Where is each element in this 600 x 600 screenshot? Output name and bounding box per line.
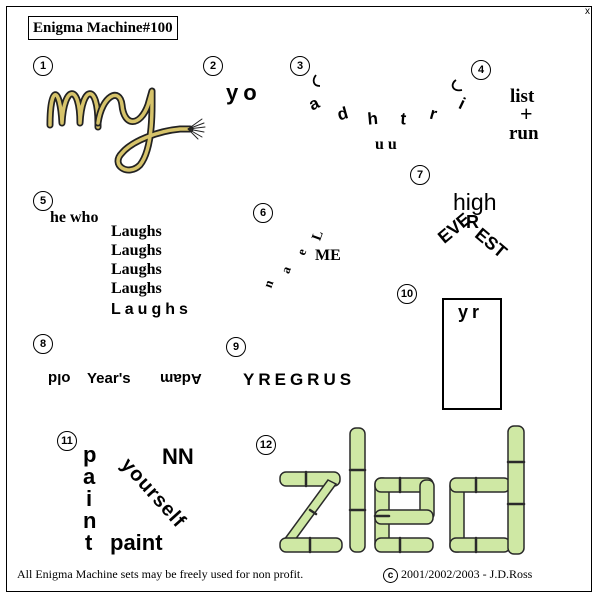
puzzle-3-arc-letter: a <box>306 93 323 114</box>
left-smile-mark <box>312 74 321 87</box>
puzzle-10-box: yr <box>442 298 502 410</box>
puzzle-11-letter-n: n <box>83 508 97 533</box>
puzzle-5-laughs-last: Laughs <box>111 301 192 318</box>
puzzle-5-laughs-1: Laughs <box>111 223 162 240</box>
right-smile-mark <box>451 79 463 92</box>
puzzle-9-text: YREGRUS <box>243 370 356 389</box>
puzzle-number-1: 1 <box>33 56 53 76</box>
puzzle-11-letter-t: t <box>85 530 93 555</box>
puzzle-8-adam: Adam <box>160 370 202 387</box>
puzzle-4-plus: + <box>520 101 533 126</box>
copyright-icon: c <box>383 568 398 583</box>
puzzle-6-me: ME <box>315 247 341 264</box>
puzzle-number-4: 4 <box>471 60 491 80</box>
puzzle-3-arc-letter: d <box>335 103 350 124</box>
puzzle-3-uu: uu <box>375 136 401 153</box>
puzzle-12-bamboo-art <box>279 425 526 555</box>
puzzle-3-arc-letter: h <box>367 109 379 129</box>
puzzle-11-paint: paint <box>110 530 163 555</box>
puzzle-7-r: R <box>466 212 479 232</box>
puzzle-11-letter-a: a <box>83 464 96 489</box>
puzzle-10-text: yr <box>458 302 484 322</box>
puzzle-5-laughs-3: Laughs <box>111 261 162 278</box>
puzzle-number-3: 3 <box>290 56 310 76</box>
puzzle-number-2: 2 <box>203 56 223 76</box>
puzzle-number-12: 12 <box>256 435 276 455</box>
puzzle-2-text: yo <box>226 80 262 105</box>
footer-license: All Enigma Machine sets may be freely us… <box>17 567 304 581</box>
puzzle-4-line1: list <box>510 86 535 107</box>
puzzle-8-old: old <box>48 370 71 387</box>
sheet-title: Enigma Machine#100 <box>28 16 178 40</box>
puzzle-8-years: Year's <box>87 370 131 387</box>
puzzle-number-6: 6 <box>253 203 273 223</box>
puzzle-11-nn: NN <box>162 444 194 469</box>
puzzle-4-line3: run <box>509 123 539 144</box>
puzzle-3-arc-letter: i <box>456 94 469 113</box>
puzzle-11-letter-i: i <box>86 486 93 511</box>
corner-mark: x <box>585 6 590 17</box>
puzzle-number-5: 5 <box>33 191 53 211</box>
puzzle-number-7: 7 <box>410 165 430 185</box>
puzzle-3-arc-letter: r <box>428 104 440 124</box>
puzzle-5-laughs-4: Laughs <box>111 280 162 297</box>
puzzle-number-10: 10 <box>397 284 417 304</box>
puzzle-1-rope-art <box>46 87 206 174</box>
outer-border <box>6 6 592 592</box>
puzzle-number-11: 11 <box>57 431 77 451</box>
puzzle-5-laughs-2: Laughs <box>111 242 162 259</box>
footer-credit: 2001/2002/2003 - J.D.Ross <box>401 567 533 581</box>
puzzle-number-9: 9 <box>226 337 246 357</box>
puzzle-5-he-who: he who <box>50 209 99 226</box>
puzzle-7-high: high <box>453 189 497 215</box>
puzzle-3-arc: birthday <box>306 74 469 129</box>
puzzle-11-letter-p: p <box>83 442 97 467</box>
puzzle-number-8: 8 <box>33 334 53 354</box>
puzzle-3-arc-letter: t <box>400 109 408 128</box>
